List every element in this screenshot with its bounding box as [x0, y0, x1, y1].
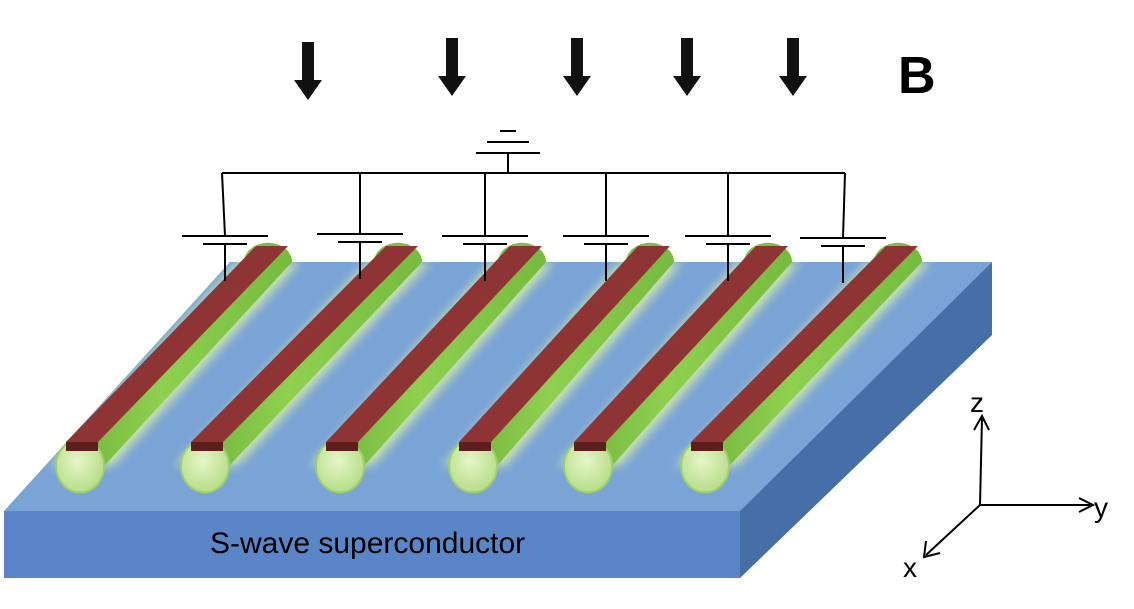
substrate-side-face	[740, 262, 992, 578]
nanowire-3	[310, 242, 554, 494]
capacitor-icon	[442, 173, 528, 281]
magnetic-field-arrows	[294, 38, 807, 100]
nanowire-6	[675, 242, 930, 494]
gate-lead-1	[221, 172, 226, 237]
superconducting-gate-top	[191, 246, 418, 442]
nanowire-1	[50, 242, 300, 494]
down-arrow-icon	[294, 42, 322, 100]
superconducting-gate-top	[574, 246, 788, 442]
y-arrowhead-icon	[1078, 497, 1096, 513]
substrate-front-face	[4, 511, 740, 578]
down-arrow-icon	[563, 38, 591, 96]
nanowire-5	[558, 242, 800, 494]
superconducting-gate-top	[691, 246, 918, 442]
nanowire-4	[443, 242, 682, 494]
capacitor-icon	[317, 173, 403, 279]
substrate-label: S-wave superconductor	[210, 527, 525, 560]
down-arrow-icon	[779, 38, 807, 96]
superconducting-gate-front	[691, 442, 723, 451]
ground-symbol-icon	[476, 130, 540, 154]
gate-circuit	[182, 130, 886, 283]
superconducting-gate-front	[459, 442, 491, 451]
superconducting-gate-front	[574, 442, 606, 451]
capacitor-icon	[800, 172, 886, 283]
z-axis-label: z	[970, 387, 984, 418]
capacitor-icon	[685, 173, 771, 281]
superconducting-gate-front	[326, 442, 358, 451]
superconducting-gate-top	[66, 246, 288, 442]
x-axis-label: x	[903, 552, 917, 583]
coordinate-axes	[922, 413, 1096, 559]
down-arrow-icon	[438, 38, 466, 96]
superconducting-gate-top	[326, 246, 542, 442]
y-axis-label: y	[1094, 492, 1108, 523]
x-arrowhead-icon	[922, 540, 941, 559]
z-arrowhead-icon	[973, 413, 990, 431]
capacitor-icon	[563, 173, 649, 281]
z-axis	[979, 417, 983, 506]
x-axis	[925, 504, 981, 556]
superconducting-gate-front	[191, 442, 223, 451]
capacitor-icon	[182, 172, 268, 281]
nanowire-array	[50, 242, 930, 494]
superconducting-gate-front	[66, 442, 98, 451]
nanowire-2	[175, 242, 430, 494]
gate-lead-6	[842, 172, 846, 239]
field-label: B	[898, 47, 936, 105]
down-arrow-icon	[673, 38, 701, 96]
superconducting-gate-top	[459, 246, 670, 442]
